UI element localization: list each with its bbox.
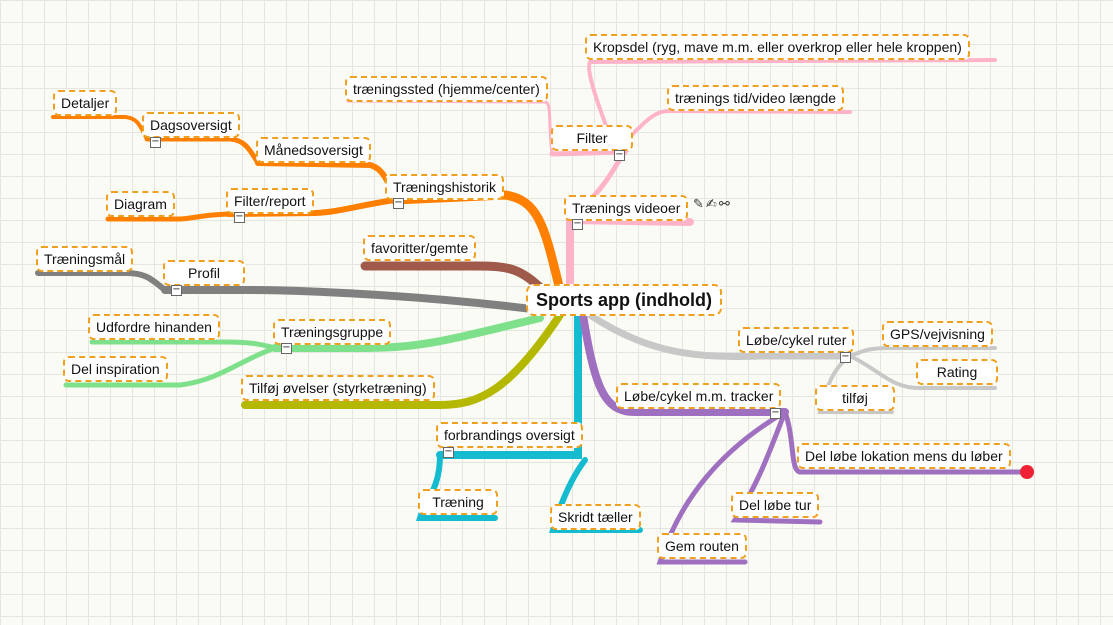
link-root-profil (161, 286, 544, 314)
node-tilfoej[interactable]: tilføj (815, 385, 895, 411)
node-udfordre[interactable]: Udfordre hinanden (88, 314, 220, 340)
link-root-tilfoej-oevelser (241, 311, 564, 409)
node-dagsoversigt[interactable]: Dagsoversigt (142, 112, 240, 138)
node-traeningsmaal[interactable]: Træningsmål (36, 246, 134, 272)
node-favoritter[interactable]: favoritter/gemte (363, 235, 477, 261)
link-profil-traeningsmaal (35, 270, 168, 293)
node-traenings-tid[interactable]: trænings tid/video længde (667, 85, 845, 111)
node-maanedsoversigt[interactable]: Månedsoversigt (256, 137, 371, 163)
link-ruter-gps (848, 346, 997, 358)
link-ruter-rating (848, 354, 997, 390)
link-traeningsgruppe-udfordre (89, 339, 278, 351)
node-traeningsgruppe[interactable]: Træningsgruppe (273, 319, 392, 345)
node-tilfoej-oevelser[interactable]: Tilføj øvelser (styrketræning) (241, 375, 435, 401)
link-root-traeningsgruppe (271, 314, 544, 352)
collapse-toggle[interactable]: − (443, 446, 454, 458)
node-gps[interactable]: GPS/vejvisning (882, 321, 993, 347)
collapse-toggle[interactable]: − (614, 149, 625, 161)
node-gem-routen[interactable]: Gem routen (657, 533, 747, 559)
collapse-toggle[interactable]: − (171, 284, 182, 296)
link-root-traeningshistorik (390, 190, 565, 295)
collapse-toggle[interactable]: − (234, 211, 245, 223)
node-forbrandings[interactable]: forbrandings oversigt (436, 422, 583, 448)
node-diagram[interactable]: Diagram (106, 191, 175, 217)
link-filter-traenings-tid (613, 108, 852, 152)
location-marker[interactable] (1020, 465, 1034, 479)
collapse-toggle[interactable]: − (840, 351, 851, 363)
node-traeningshistorik[interactable]: Træningshistorik (385, 174, 504, 200)
link-root-tracker (579, 311, 789, 416)
node-profil[interactable]: Profil (163, 260, 245, 286)
paperclip-icon[interactable]: ✎ (693, 197, 706, 212)
node-skridt[interactable]: Skridt tæller (550, 504, 641, 530)
collapse-toggle[interactable]: − (770, 407, 781, 419)
node-del-lokation[interactable]: Del løbe lokation mens du løber (797, 443, 1011, 469)
node-rating[interactable]: Rating (916, 359, 998, 385)
link-dagsoversigt-detaljer (51, 115, 149, 141)
link-traeningshistorik-filter-report (225, 197, 398, 217)
node-traening[interactable]: Træning (418, 489, 498, 515)
node-del-loebe-tur[interactable]: Del løbe tur (731, 492, 820, 518)
node-del-inspiration[interactable]: Del inspiration (63, 356, 168, 382)
node-kropsdel[interactable]: Kropsdel (ryg, mave m.m. eller overkrop … (585, 34, 970, 60)
root-node[interactable]: Sports app (indhold) (526, 284, 722, 316)
node-detaljer[interactable]: Detaljer (53, 90, 118, 116)
node-filter[interactable]: Filter (551, 125, 633, 151)
node-loebe-cykel-ruter[interactable]: Løbe/cykel ruter (738, 327, 855, 353)
link-tracker-del-lokation (782, 409, 1028, 475)
node-traeningssted[interactable]: træningssted (hjemme/center) (345, 76, 548, 102)
collapse-toggle[interactable]: − (150, 136, 161, 148)
link-root-favoritter (360, 261, 550, 297)
edit-icon[interactable]: ✍ (705, 197, 719, 212)
collapse-toggle[interactable]: − (572, 218, 583, 230)
node-toolbar: ✎✍⚯ (693, 197, 732, 212)
link-root-traenings-videoer (566, 215, 694, 294)
link-traeningsgruppe-inspiration (63, 345, 278, 388)
collapse-toggle[interactable]: − (393, 197, 404, 209)
collapse-toggle[interactable]: − (281, 342, 292, 354)
node-filter-report[interactable]: Filter/report (226, 188, 314, 214)
link-filter-traeningssted (346, 99, 554, 156)
link-maanedsoversigt-dagsoversigt (144, 136, 261, 166)
link-forbrandings-skridt (549, 457, 643, 533)
link-icon[interactable]: ⚯ (718, 197, 732, 212)
node-traenings-videoer[interactable]: Trænings videoer (564, 195, 689, 221)
node-tracker[interactable]: Løbe/cykel m.m. tracker (616, 383, 782, 409)
link-filter-report-diagram (105, 211, 231, 222)
link-root-loebe-ruter (586, 311, 854, 360)
link-root-forbrandings (436, 311, 582, 459)
